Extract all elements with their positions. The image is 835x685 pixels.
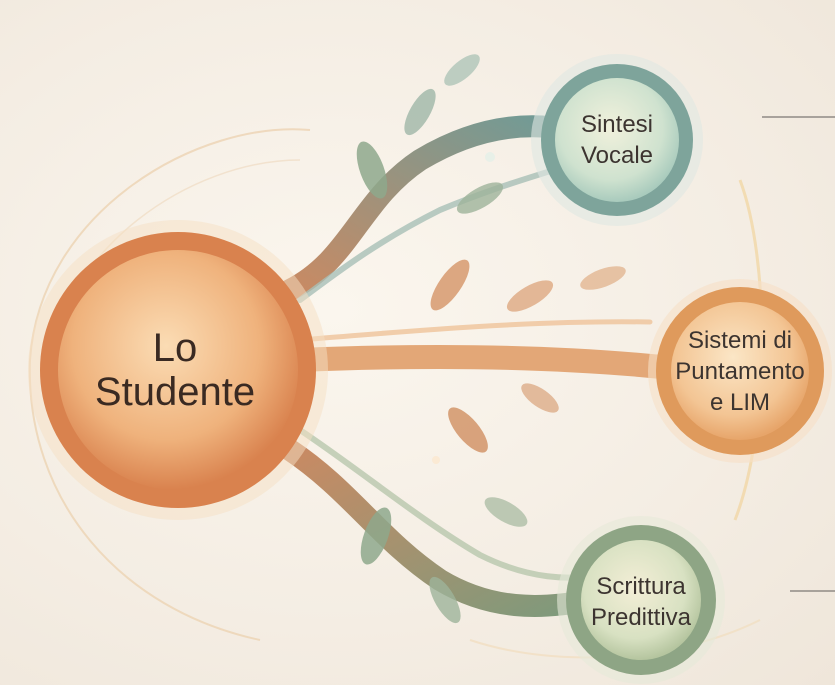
leaf [356,141,388,199]
leaf [444,54,480,86]
sintesi-node [555,78,679,202]
leaf [456,182,504,214]
leaf [404,88,436,136]
sistemi-node [671,302,809,440]
branch-stem-sintesi [279,115,581,301]
center-node [58,250,298,490]
scrittura-node-label: Scrittura Predittiva [590,573,692,631]
leaf [506,280,554,312]
center-node-label: Lo Studente [94,326,256,414]
sintesi-node-label: Sintesi Vocale [580,111,654,169]
leaf [429,576,461,624]
branch-vine [297,319,653,343]
leaf [521,383,559,413]
leaf [448,407,488,453]
branch-stem-sistemi [288,345,702,382]
leaf [580,266,626,290]
leaf [430,259,470,311]
sparkle [432,456,440,464]
sistemi-node-label: Sistemi di Puntamento e LIM [675,326,805,416]
leaf-cluster [356,54,626,624]
scrittura-node [581,540,701,660]
sparkle [485,152,495,162]
leaf [360,507,392,565]
leaf [484,497,528,527]
